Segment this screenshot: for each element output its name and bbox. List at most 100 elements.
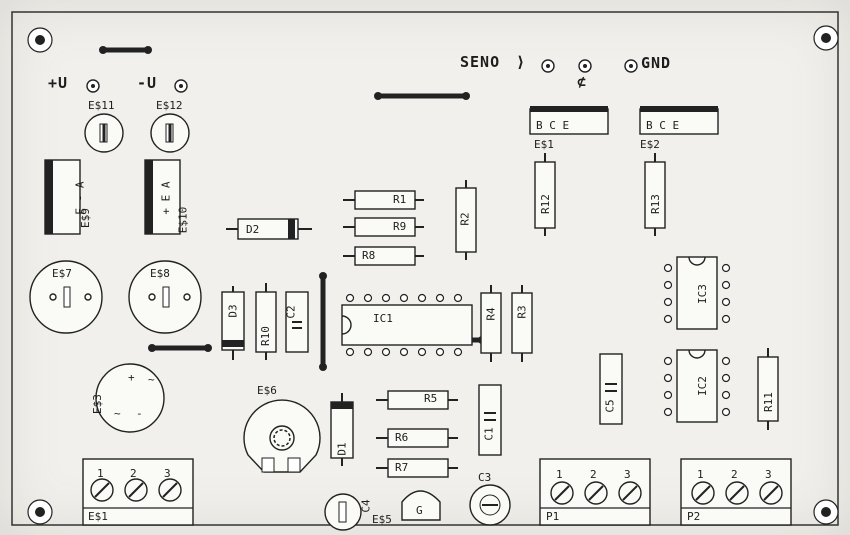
label-r6: R6 [395, 431, 409, 444]
capacitor-es7 [29, 260, 103, 334]
label-d2: D2 [246, 223, 260, 236]
terminal-block-p2 [680, 458, 792, 526]
label-d3: D3 [226, 304, 240, 318]
resistor-r1 [343, 190, 424, 210]
pos-u-pad [86, 79, 100, 93]
neg-u-label: -U [137, 74, 158, 92]
ic3-package [663, 256, 731, 330]
transistor-es5 [401, 490, 441, 521]
label-c2: C2 [284, 305, 298, 319]
gnd-pad [624, 59, 638, 73]
mounting-hole-top-left [27, 27, 53, 53]
middle-pad [578, 59, 592, 73]
label-ic1: IC1 [373, 312, 393, 325]
label-bce-es1: B C E [536, 119, 570, 132]
p2-pin-3: 3 [765, 468, 772, 481]
capacitor-c1 [478, 384, 502, 456]
ground-symbol-icon: ⊄ [577, 73, 588, 91]
regulator-es9 [44, 159, 81, 235]
label-d1: D1 [335, 442, 349, 456]
label-r4: R4 [484, 307, 498, 321]
label-c1: C1 [482, 427, 496, 441]
label-p1: P1 [546, 510, 560, 523]
ic2-package [663, 349, 731, 423]
label-r5: R5 [424, 392, 438, 405]
label-r7: R7 [395, 461, 409, 474]
resistor-r3 [511, 285, 533, 362]
chevron-right-icon: ⟩ [516, 53, 527, 71]
label-c4: C4 [359, 499, 373, 513]
neg-u-pad [174, 79, 188, 93]
transistor-es2 [639, 106, 719, 135]
resistor-r2 [455, 180, 477, 260]
regulator-es10 [144, 159, 181, 235]
bridge-tilde-bottom: ~ [114, 407, 121, 420]
label-reg-right: + E A [159, 181, 173, 215]
capacitor-c4 [324, 493, 362, 531]
label-es12: E$12 [156, 99, 183, 112]
resistor-r5 [376, 390, 458, 410]
diode-d1 [330, 393, 354, 466]
resistor-r6 [376, 428, 458, 448]
potentiometer-es6 [243, 399, 321, 473]
seno-label: SENO [460, 53, 501, 71]
label-es1-connector: E$1 [88, 510, 108, 523]
p1-pin-3: 3 [624, 468, 631, 481]
capacitor-es8 [128, 260, 202, 334]
jumper-left-mid [148, 344, 212, 352]
resistor-r7 [376, 458, 458, 478]
diode-d3 [221, 286, 245, 360]
mounting-hole-bottom-left [27, 499, 53, 525]
label-g: G [416, 504, 423, 517]
label-bce-es2: B C E [646, 119, 680, 132]
label-es3: E$3 [90, 394, 104, 414]
label-es8: E$8 [150, 267, 170, 280]
capacitor-es12 [150, 113, 190, 153]
capacitor-c3 [469, 484, 511, 526]
label-r8: R8 [362, 249, 376, 262]
p2-pin-1: 1 [697, 468, 704, 481]
p1-pin-1: 1 [556, 468, 563, 481]
capacitor-c5 [599, 353, 623, 425]
transistor-es1 [529, 106, 609, 135]
p2-pin-2: 2 [731, 468, 738, 481]
jumper-vertical [319, 272, 327, 371]
es1-pin-2: 2 [130, 467, 137, 480]
capacitor-es11 [84, 113, 124, 153]
gnd-label: GND [641, 54, 672, 72]
label-r11: R11 [761, 392, 775, 412]
resistor-r13 [644, 153, 666, 236]
label-es5: E$5 [372, 513, 392, 526]
resistor-r8 [343, 246, 424, 266]
label-c3: C3 [478, 471, 492, 484]
label-es11: E$11 [88, 99, 115, 112]
label-c5: C5 [603, 399, 617, 413]
resistor-r4 [480, 285, 502, 362]
bridge-plus: + [128, 371, 135, 384]
board-outline [11, 11, 839, 526]
label-es10: E$10 [176, 206, 190, 234]
label-es7: E$7 [52, 267, 72, 280]
mounting-hole-top-right [813, 25, 839, 51]
label-r12: R12 [538, 194, 552, 214]
terminal-block-es1 [82, 458, 194, 526]
label-ic3: IC3 [695, 284, 709, 304]
label-r13: R13 [648, 194, 662, 214]
bridge-tilde-top: ~ [148, 373, 155, 386]
label-r1: R1 [393, 193, 407, 206]
pos-u-label: +U [48, 74, 69, 92]
seno-pad [541, 59, 555, 73]
terminal-block-p1 [539, 458, 651, 526]
es1-pin-1: 1 [97, 467, 104, 480]
label-r2: R2 [458, 212, 472, 226]
label-es6: E$6 [257, 384, 277, 397]
mounting-hole-bottom-right [813, 499, 839, 525]
capacitor-c2 [285, 291, 309, 353]
resistor-r10 [255, 283, 277, 360]
jumper-top-center [374, 92, 470, 100]
resistor-r9 [343, 217, 424, 237]
jumper-top-left [99, 46, 152, 54]
diode-d2 [226, 218, 312, 240]
